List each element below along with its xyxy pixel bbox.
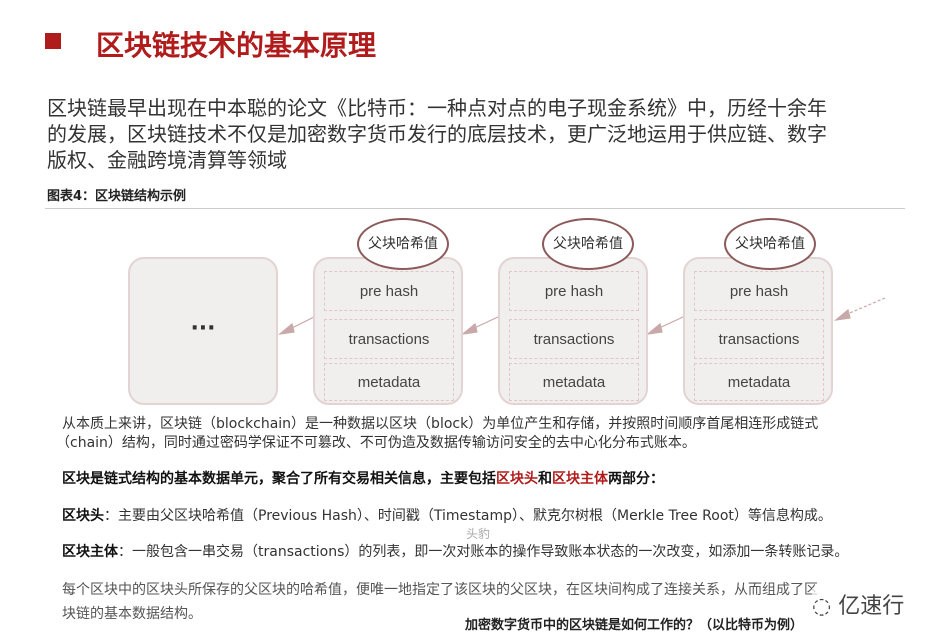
block: pre hash transactions metadata — [498, 257, 648, 405]
block-header-text: 区块头：主要由父区块哈希值（Previous Hash）、时间戳（Timesta… — [62, 508, 832, 524]
pre-hash-cell: pre hash — [324, 271, 454, 311]
transactions-cell: transactions — [324, 319, 454, 359]
block: pre hash transactions metadata — [313, 257, 463, 405]
previous-blocks: ··· — [128, 257, 278, 405]
pre-hash-cell: pre hash — [694, 271, 824, 311]
footer-heading: 加密数字货币中的区块链是如何工作的？（以比特币为例） — [465, 618, 804, 633]
body-text: 每个区块中的区块头所保存的父区块的哈希值，便唯一地指定了该区块的父区块，在区块间… — [62, 582, 818, 598]
figure-caption: 图表4：区块链结构示例 — [47, 189, 187, 204]
metadata-cell: metadata — [694, 363, 824, 401]
body-text: （chain）结构，同时通过密码学保证不可篡改、不可伪造及数据传输访问安全的去中… — [56, 435, 696, 451]
block-body-text: 区块主体：一般包含一串交易（transactions）的列表，即一次对账本的操作… — [62, 544, 849, 560]
parent-hash-bubble: 父块哈希值 — [724, 218, 816, 270]
intro-line: 版权、金融跨境清算等领域 — [47, 148, 287, 172]
intro-line: 的发展，区块链技术不仅是加密数字货币发行的底层技术，更广泛地运用于供应链、数字 — [47, 122, 827, 146]
source-label: 头豹 — [466, 527, 491, 541]
transactions-cell: transactions — [694, 319, 824, 359]
watermark: ◌ 亿速行 — [812, 588, 905, 620]
pre-hash-cell: pre hash — [509, 271, 639, 311]
body-text: 从本质上来讲，区块链（blockchain）是一种数据以区块（block）为单位… — [62, 416, 819, 432]
body-text: 块链的基本数据结构。 — [62, 606, 202, 622]
metadata-cell: metadata — [324, 363, 454, 401]
block: pre hash transactions metadata — [683, 257, 833, 405]
metadata-cell: metadata — [509, 363, 639, 401]
block-definition: 区块是链式结构的基本数据单元，聚合了所有交易相关信息，主要包括区块头和区块主体两… — [62, 471, 664, 487]
transactions-cell: transactions — [509, 319, 639, 359]
parent-hash-bubble: 父块哈希值 — [357, 218, 449, 270]
wechat-icon: ◌ — [812, 594, 832, 619]
title-marker — [45, 33, 61, 49]
divider — [45, 208, 905, 209]
parent-hash-bubble: 父块哈希值 — [542, 218, 634, 270]
page-title: 区块链技术的基本原理 — [96, 29, 377, 62]
intro-line: 区块链最早出现在中本聪的论文《比特币：一种点对点的电子现金系统》中，历经十余年 — [47, 96, 827, 120]
